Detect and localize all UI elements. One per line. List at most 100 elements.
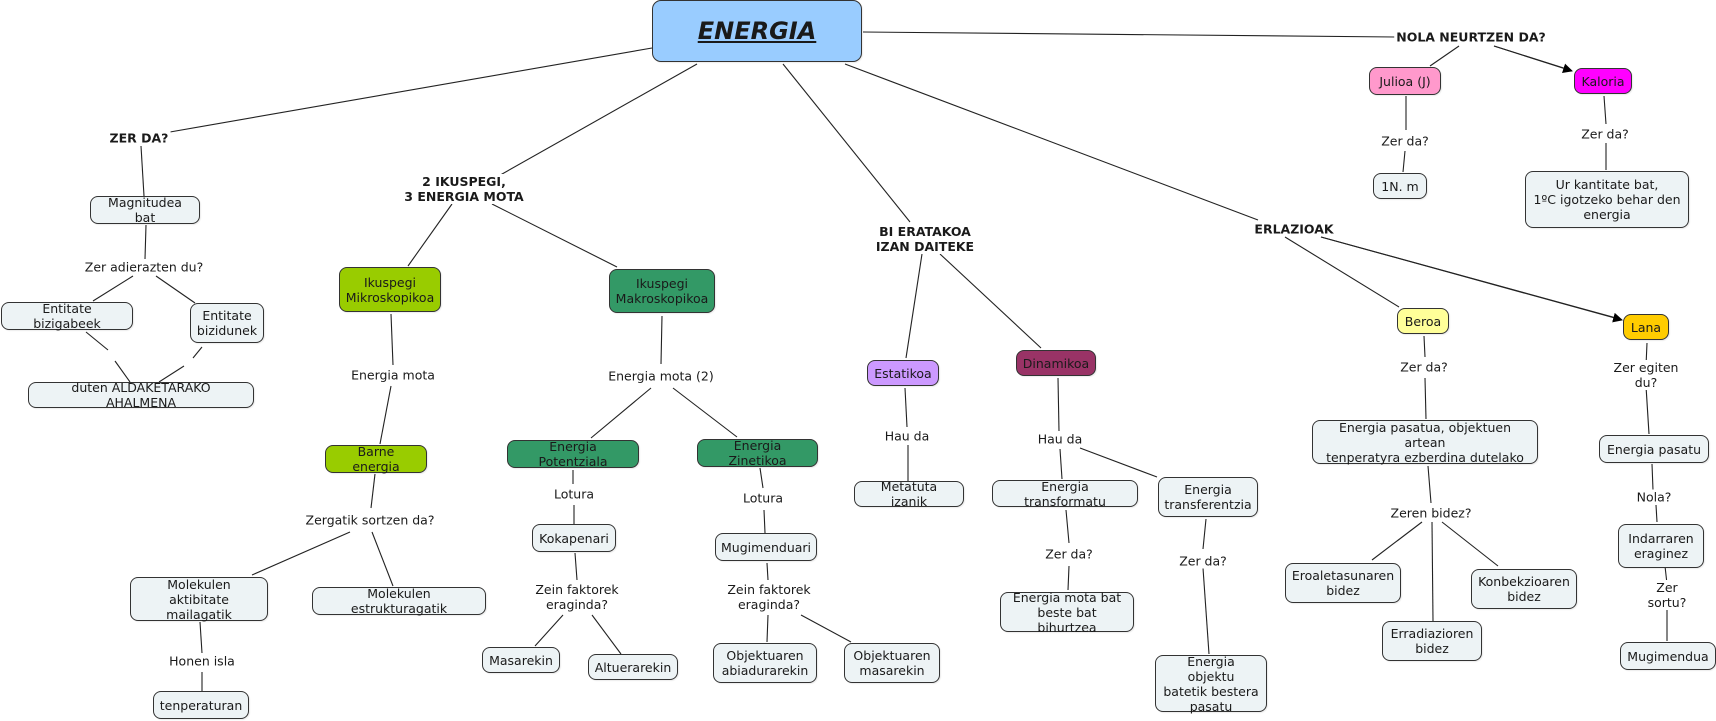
node-indarraren[interactable]: Indarraren eraginez xyxy=(1618,524,1704,568)
edge xyxy=(1655,504,1658,523)
node-estruktura[interactable]: Molekulen estrukturagatik xyxy=(312,586,486,616)
link-zeren-bidez: Zeren bidez? xyxy=(1388,505,1474,521)
node-masarekin[interactable]: Masarekin xyxy=(482,647,560,673)
link-zer-da-transfer: Zer da? xyxy=(1177,553,1229,569)
node-dinamikoa[interactable]: Dinamikoa xyxy=(1016,350,1096,376)
edge xyxy=(370,473,376,509)
edge xyxy=(1427,465,1432,504)
node-objektu-batetik[interactable]: Energia objektu batetik bestera pasatu xyxy=(1155,654,1267,714)
edge xyxy=(85,331,109,351)
link-lotura-2: Lotura xyxy=(740,490,786,506)
link-zein-faktorek-2: Zein faktorek eraginda? xyxy=(725,582,813,612)
node-altuerarekin[interactable]: Altuerarekin xyxy=(588,654,678,680)
node-abiadurarekin[interactable]: Objektuaren abiadurarekin xyxy=(713,643,817,683)
edge xyxy=(1651,463,1654,491)
node-estatikoa[interactable]: Estatikoa xyxy=(867,360,939,386)
node-energia-zinetikoa[interactable]: Energia Zinetikoa xyxy=(697,438,818,468)
link-nola: Nola? xyxy=(1634,489,1674,505)
edge xyxy=(491,203,618,268)
node-mugimenduari[interactable]: Mugimenduari xyxy=(715,533,817,561)
link-zer-da: ZER DA? xyxy=(107,130,171,146)
node-mikroskopikoa[interactable]: Ikuspegi Mikroskopikoa xyxy=(339,267,441,312)
node-metatuta[interactable]: Metatuta izanik xyxy=(854,479,964,509)
edge xyxy=(114,360,131,383)
node-mota-bat[interactable]: Energia mota bat beste bat bihurtzea xyxy=(1000,590,1134,635)
edge xyxy=(1423,335,1426,358)
node-bizidunek[interactable]: Entitate bizidunek xyxy=(190,303,264,343)
edge xyxy=(144,224,147,260)
node-energia-pasatu[interactable]: Energia pasatu xyxy=(1599,435,1709,463)
edge xyxy=(390,313,394,366)
link-nola-neurtzen: NOLA NEURTZEN DA? xyxy=(1394,29,1548,45)
edge xyxy=(759,467,764,489)
edge xyxy=(1429,45,1460,67)
edge xyxy=(782,63,911,223)
link-hau-da-1: Hau da xyxy=(882,428,932,444)
edge xyxy=(1603,95,1607,125)
node-aktibitate[interactable]: Molekulen aktibitate mailagatik xyxy=(130,577,268,622)
edge xyxy=(660,315,663,365)
edge xyxy=(158,365,185,383)
link-zergatik: Zergatik sortzen da? xyxy=(303,512,437,528)
link-ikuspegi: 2 IKUSPEGI, 3 ENERGIA MOTA xyxy=(402,174,526,204)
edge xyxy=(1202,567,1210,655)
link-zein-faktorek-1: Zein faktorek eraginda? xyxy=(533,582,621,612)
link-energia-mota-2: Energia mota (2) xyxy=(606,368,716,384)
edge xyxy=(140,145,145,197)
node-bizigabeek[interactable]: Entitate bizigabeek xyxy=(1,301,133,331)
edge xyxy=(1441,521,1499,567)
node-mugimendua[interactable]: Mugimendua xyxy=(1620,642,1716,670)
node-erradiazio[interactable]: Erradiazioren bidez xyxy=(1382,621,1482,661)
node-transferentzia[interactable]: Energia transferentzia xyxy=(1158,477,1258,517)
node-1n-m[interactable]: 1N. m xyxy=(1373,173,1427,199)
link-zer-egiten: Zer egiten du? xyxy=(1611,360,1681,390)
edge xyxy=(800,614,852,643)
node-obj-masarekin[interactable]: Objektuaren masarekin xyxy=(844,643,940,683)
edge xyxy=(763,509,766,534)
link-honen-isla: Honen isla xyxy=(167,653,237,669)
node-kaloria[interactable]: Kaloria xyxy=(1574,68,1632,94)
edge xyxy=(1067,565,1070,591)
edge xyxy=(192,346,203,359)
edge xyxy=(672,387,738,438)
node-julioa[interactable]: Julioa (J) xyxy=(1369,67,1441,95)
edge xyxy=(1402,150,1406,173)
edge xyxy=(574,552,578,581)
node-makroskopikoa[interactable]: Ikuspegi Makroskopikoa xyxy=(609,269,715,313)
edge xyxy=(155,275,196,304)
link-zer-sortu: Zer sortu? xyxy=(1642,580,1692,610)
node-eroaletasun[interactable]: Eroaletasunaren bidez xyxy=(1285,563,1401,603)
node-lana[interactable]: Lana xyxy=(1623,314,1669,340)
edge xyxy=(494,63,698,179)
edge xyxy=(379,385,392,445)
link-zer-adierazten: Zer adierazten du? xyxy=(82,259,206,275)
node-barne-energia[interactable]: Barne energia xyxy=(325,444,427,474)
node-konbekzio[interactable]: Konbekzioaren bidez xyxy=(1471,569,1577,609)
node-kokapenari[interactable]: Kokapenari xyxy=(532,524,616,552)
edge xyxy=(407,203,453,267)
edge xyxy=(199,621,203,654)
edge xyxy=(92,275,134,302)
edge xyxy=(371,531,394,587)
link-zer-da-kaloria: Zer da? xyxy=(1579,126,1631,142)
link-lotura-1: Lotura xyxy=(551,486,597,502)
link-zer-da-julioa: Zer da? xyxy=(1379,133,1431,149)
node-beroa[interactable]: Beroa xyxy=(1397,308,1449,334)
edge xyxy=(534,614,564,647)
node-magnitudea[interactable]: Magnitudea bat xyxy=(90,195,200,225)
node-tenperaturan[interactable]: tenperaturan xyxy=(153,691,249,719)
arrow-edge-lana xyxy=(1320,236,1623,323)
node-energia-potentziala[interactable]: Energia Potentziala xyxy=(507,439,639,469)
edge xyxy=(251,531,351,576)
edge xyxy=(591,614,622,655)
node-kaloria-definizioa[interactable]: Ur kantitate bat, 1ºC igotzeko behar den… xyxy=(1525,171,1689,228)
node-beroa-definizioa[interactable]: Energia pasatua, objektuen artean tenper… xyxy=(1312,420,1538,465)
link-energia-mota: Energia mota xyxy=(349,367,437,383)
link-zer-da-transf: Zer da? xyxy=(1043,546,1095,562)
edge xyxy=(169,47,653,133)
node-aldaketarako[interactable]: duten ALDAKETARAKO AHALMENA xyxy=(28,380,254,410)
edge xyxy=(1645,385,1650,435)
root-node-energia[interactable]: ENERGIA xyxy=(652,0,862,62)
node-transformatu[interactable]: Energia transformatu xyxy=(992,479,1138,509)
